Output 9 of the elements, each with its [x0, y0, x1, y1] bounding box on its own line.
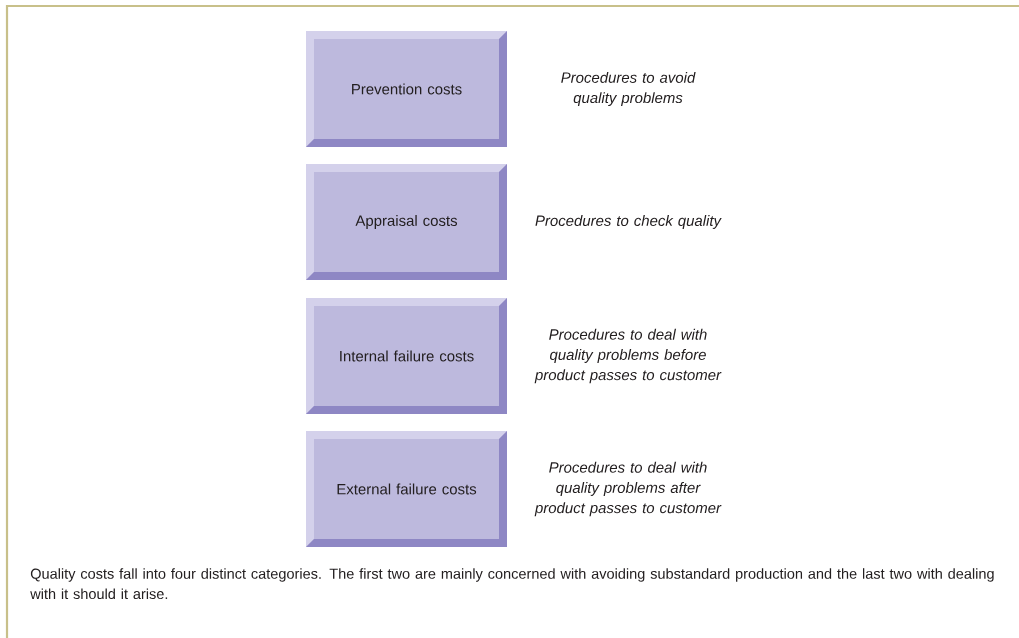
process-box: External failure costs	[306, 431, 507, 547]
description-text: Procedures to deal with quality problems after product passes to customer	[534, 461, 722, 517]
process-box: Prevention costs	[306, 31, 507, 147]
description-text: Procedures to avoid quality problems	[561, 71, 696, 107]
process-box: Internal failure costs	[306, 298, 507, 414]
description-text: Procedures to check quality	[535, 215, 722, 229]
caption: Quality costs fall into four distinct categories. The first two are mainly concerned with avoiding substandard production and the last two with dealing with it should it arise.	[30, 568, 994, 600]
description-text: Procedures to deal with quality problems before product passes to customer	[534, 328, 722, 384]
process-box: Appraisal costs	[306, 164, 507, 280]
